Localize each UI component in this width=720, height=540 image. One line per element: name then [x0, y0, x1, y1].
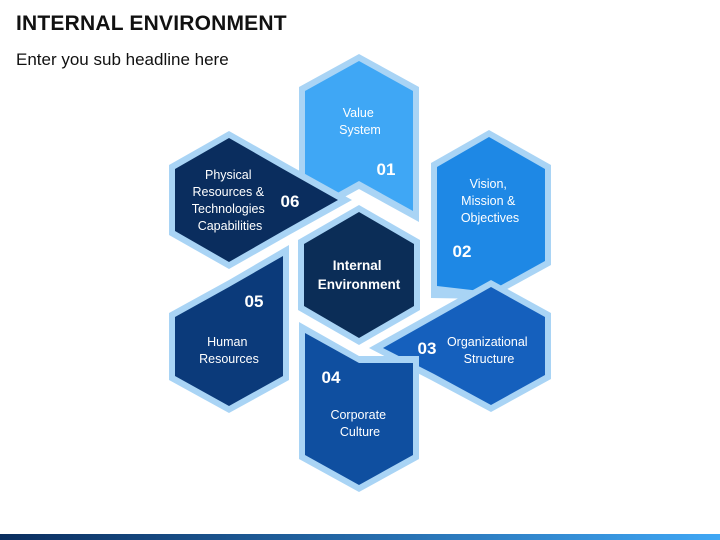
segment-05-label: Human Resources	[199, 335, 259, 366]
segment-04-shape	[305, 333, 413, 485]
segment-05: Human Resources 05	[169, 245, 289, 413]
segment-06-shape	[175, 138, 338, 262]
segment-03: Organizational Structure 03	[369, 280, 551, 412]
center-hexagon: Internal Environment	[298, 205, 420, 345]
center-label: Internal Environment	[318, 258, 401, 292]
segment-04-label: Corporate Culture	[330, 408, 389, 439]
segment-02-shape	[437, 137, 545, 292]
segment-04: Corporate Culture 04	[299, 322, 419, 492]
segment-01-number: 01	[377, 160, 396, 179]
segment-01-shape	[305, 61, 413, 211]
page-title: INTERNAL ENVIRONMENT	[16, 12, 287, 35]
segment-01-label: Value System	[339, 106, 381, 137]
segment-06: Physical Resources & Technologies Capabi…	[169, 131, 352, 269]
segment-01: Value System 01	[299, 54, 419, 222]
segment-04-number: 04	[322, 368, 341, 387]
segment-05-number: 05	[245, 292, 264, 311]
segment-05-shape	[175, 256, 283, 406]
page-subtitle: Enter you sub headline here	[16, 50, 229, 69]
center-shape	[304, 212, 414, 338]
segment-06-label: Physical Resources & Technologies Capabi…	[192, 168, 268, 233]
segment-03-number: 03	[418, 339, 437, 358]
segment-02-number: 02	[453, 242, 472, 261]
segment-06-number: 06	[281, 192, 300, 211]
segment-03-shape	[383, 287, 545, 405]
segment-02-label: Vision, Mission & Objectives	[461, 177, 519, 225]
segment-02: Vision, Mission & Objectives 02	[431, 130, 551, 299]
segment-03-label: Organizational Structure	[447, 335, 531, 366]
footer-accent-bar	[0, 534, 720, 540]
